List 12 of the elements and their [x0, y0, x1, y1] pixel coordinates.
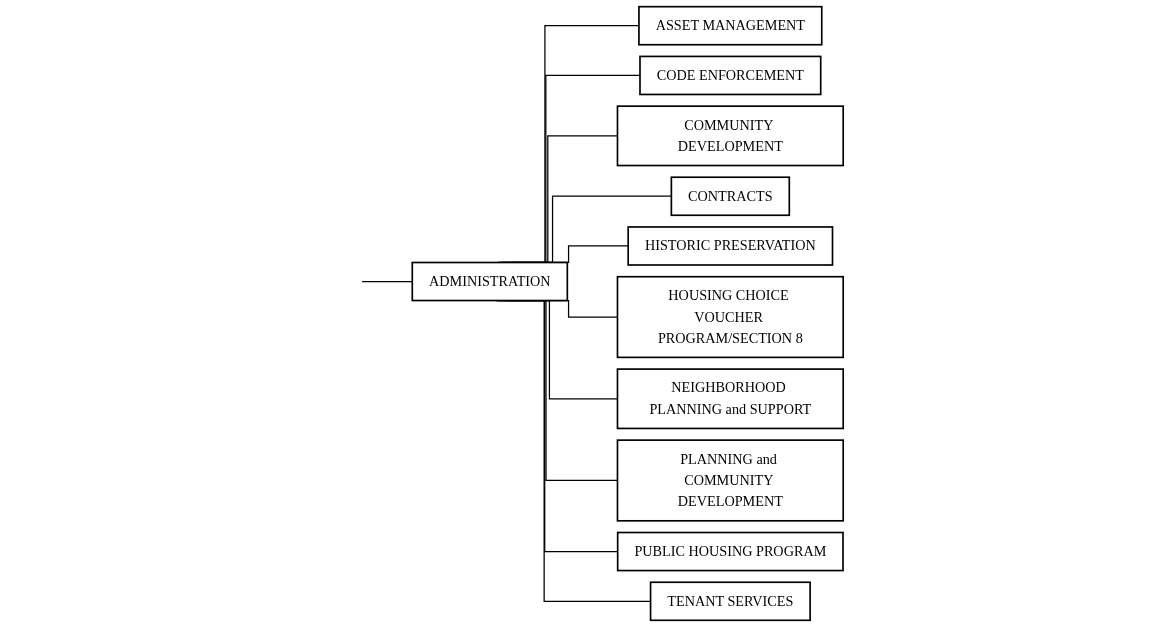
node-box: ASSET MANAGEMENT [638, 5, 823, 46]
node-box: HOUSING CHOICE VOUCHER PROGRAM/SECTION 8 [616, 275, 845, 359]
node-box: COMMUNITY DEVELOPMENT [616, 105, 845, 167]
node-box: NEIGHBORHOOD PLANNING and SUPPORT [616, 368, 845, 430]
node-box: PUBLIC HOUSING PROGRAM [616, 531, 844, 572]
node-box: ADMINISTRATION [411, 261, 569, 302]
connector [361, 280, 413, 283]
node-box: CODE ENFORCEMENT [639, 55, 822, 96]
node-box: PLANNING and COMMUNITY DEVELOPMENT [616, 439, 845, 522]
node-box: HISTORIC PRESERVATION [627, 226, 834, 266]
node-box: TENANT SERVICES [649, 581, 811, 622]
node-box: CONTRACTS [670, 176, 791, 217]
